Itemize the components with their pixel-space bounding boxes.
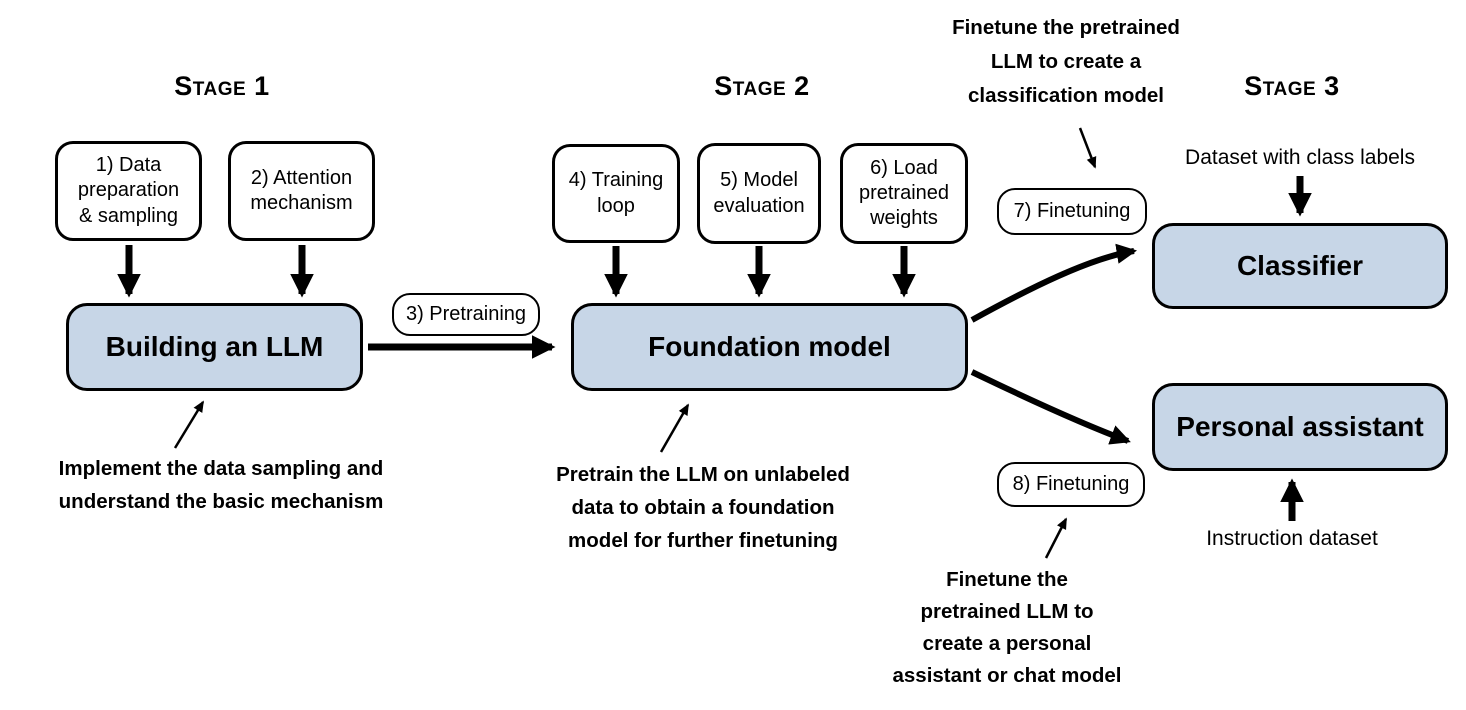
label-instruction-dataset: Instruction dataset <box>1206 527 1378 550</box>
node-building-an-llm: Building an LLM <box>66 303 363 391</box>
stage2-title: Stage 2 <box>714 71 810 101</box>
arrow-annotation2-to-foundation-icon <box>659 403 690 453</box>
annotation-classification-finetune: Finetune the pretrained LLM to create a … <box>952 16 1180 107</box>
step-box-attention-mechanism: 2) Attention mechanism <box>228 141 375 241</box>
pill-finetuning-8: 8) Finetuning <box>997 462 1145 507</box>
arrow-annotation4-to-finetuning8-icon <box>1044 517 1068 559</box>
node-foundation-model: Foundation model <box>571 303 968 391</box>
pill-finetuning-7: 7) Finetuning <box>997 188 1147 235</box>
label-dataset-with-class-labels: Dataset with class labels <box>1185 146 1415 169</box>
step-box-training-loop: 4) Training loop <box>552 144 680 243</box>
step-box-load-pretrained-weights: 6) Load pretrained weights <box>840 143 968 244</box>
stage3-title: Stage 3 <box>1244 71 1340 101</box>
annotation-stage1: Implement the data sampling and understa… <box>58 457 384 513</box>
pill-pretraining: 3) Pretraining <box>392 293 540 336</box>
step-box-data-preparation: 1) Data preparation & sampling <box>55 141 202 241</box>
node-classifier: Classifier <box>1152 223 1448 309</box>
arrow-foundation-to-assistant-icon <box>970 369 1131 445</box>
step-box-model-evaluation: 5) Model evaluation <box>697 143 821 244</box>
stage1-title: Stage 1 <box>174 71 270 101</box>
arrow-foundation-to-classifier-icon <box>970 243 1138 323</box>
arrow-annotation3-to-finetuning7-icon <box>1078 127 1097 169</box>
arrow-annotation1-to-llm-icon <box>173 400 205 449</box>
node-personal-assistant: Personal assistant <box>1152 383 1448 471</box>
annotation-stage2: Pretrain the LLM on unlabeled data to ob… <box>556 463 850 552</box>
annotation-assistant-finetune: Finetune the pretrained LLM to create a … <box>892 568 1122 687</box>
